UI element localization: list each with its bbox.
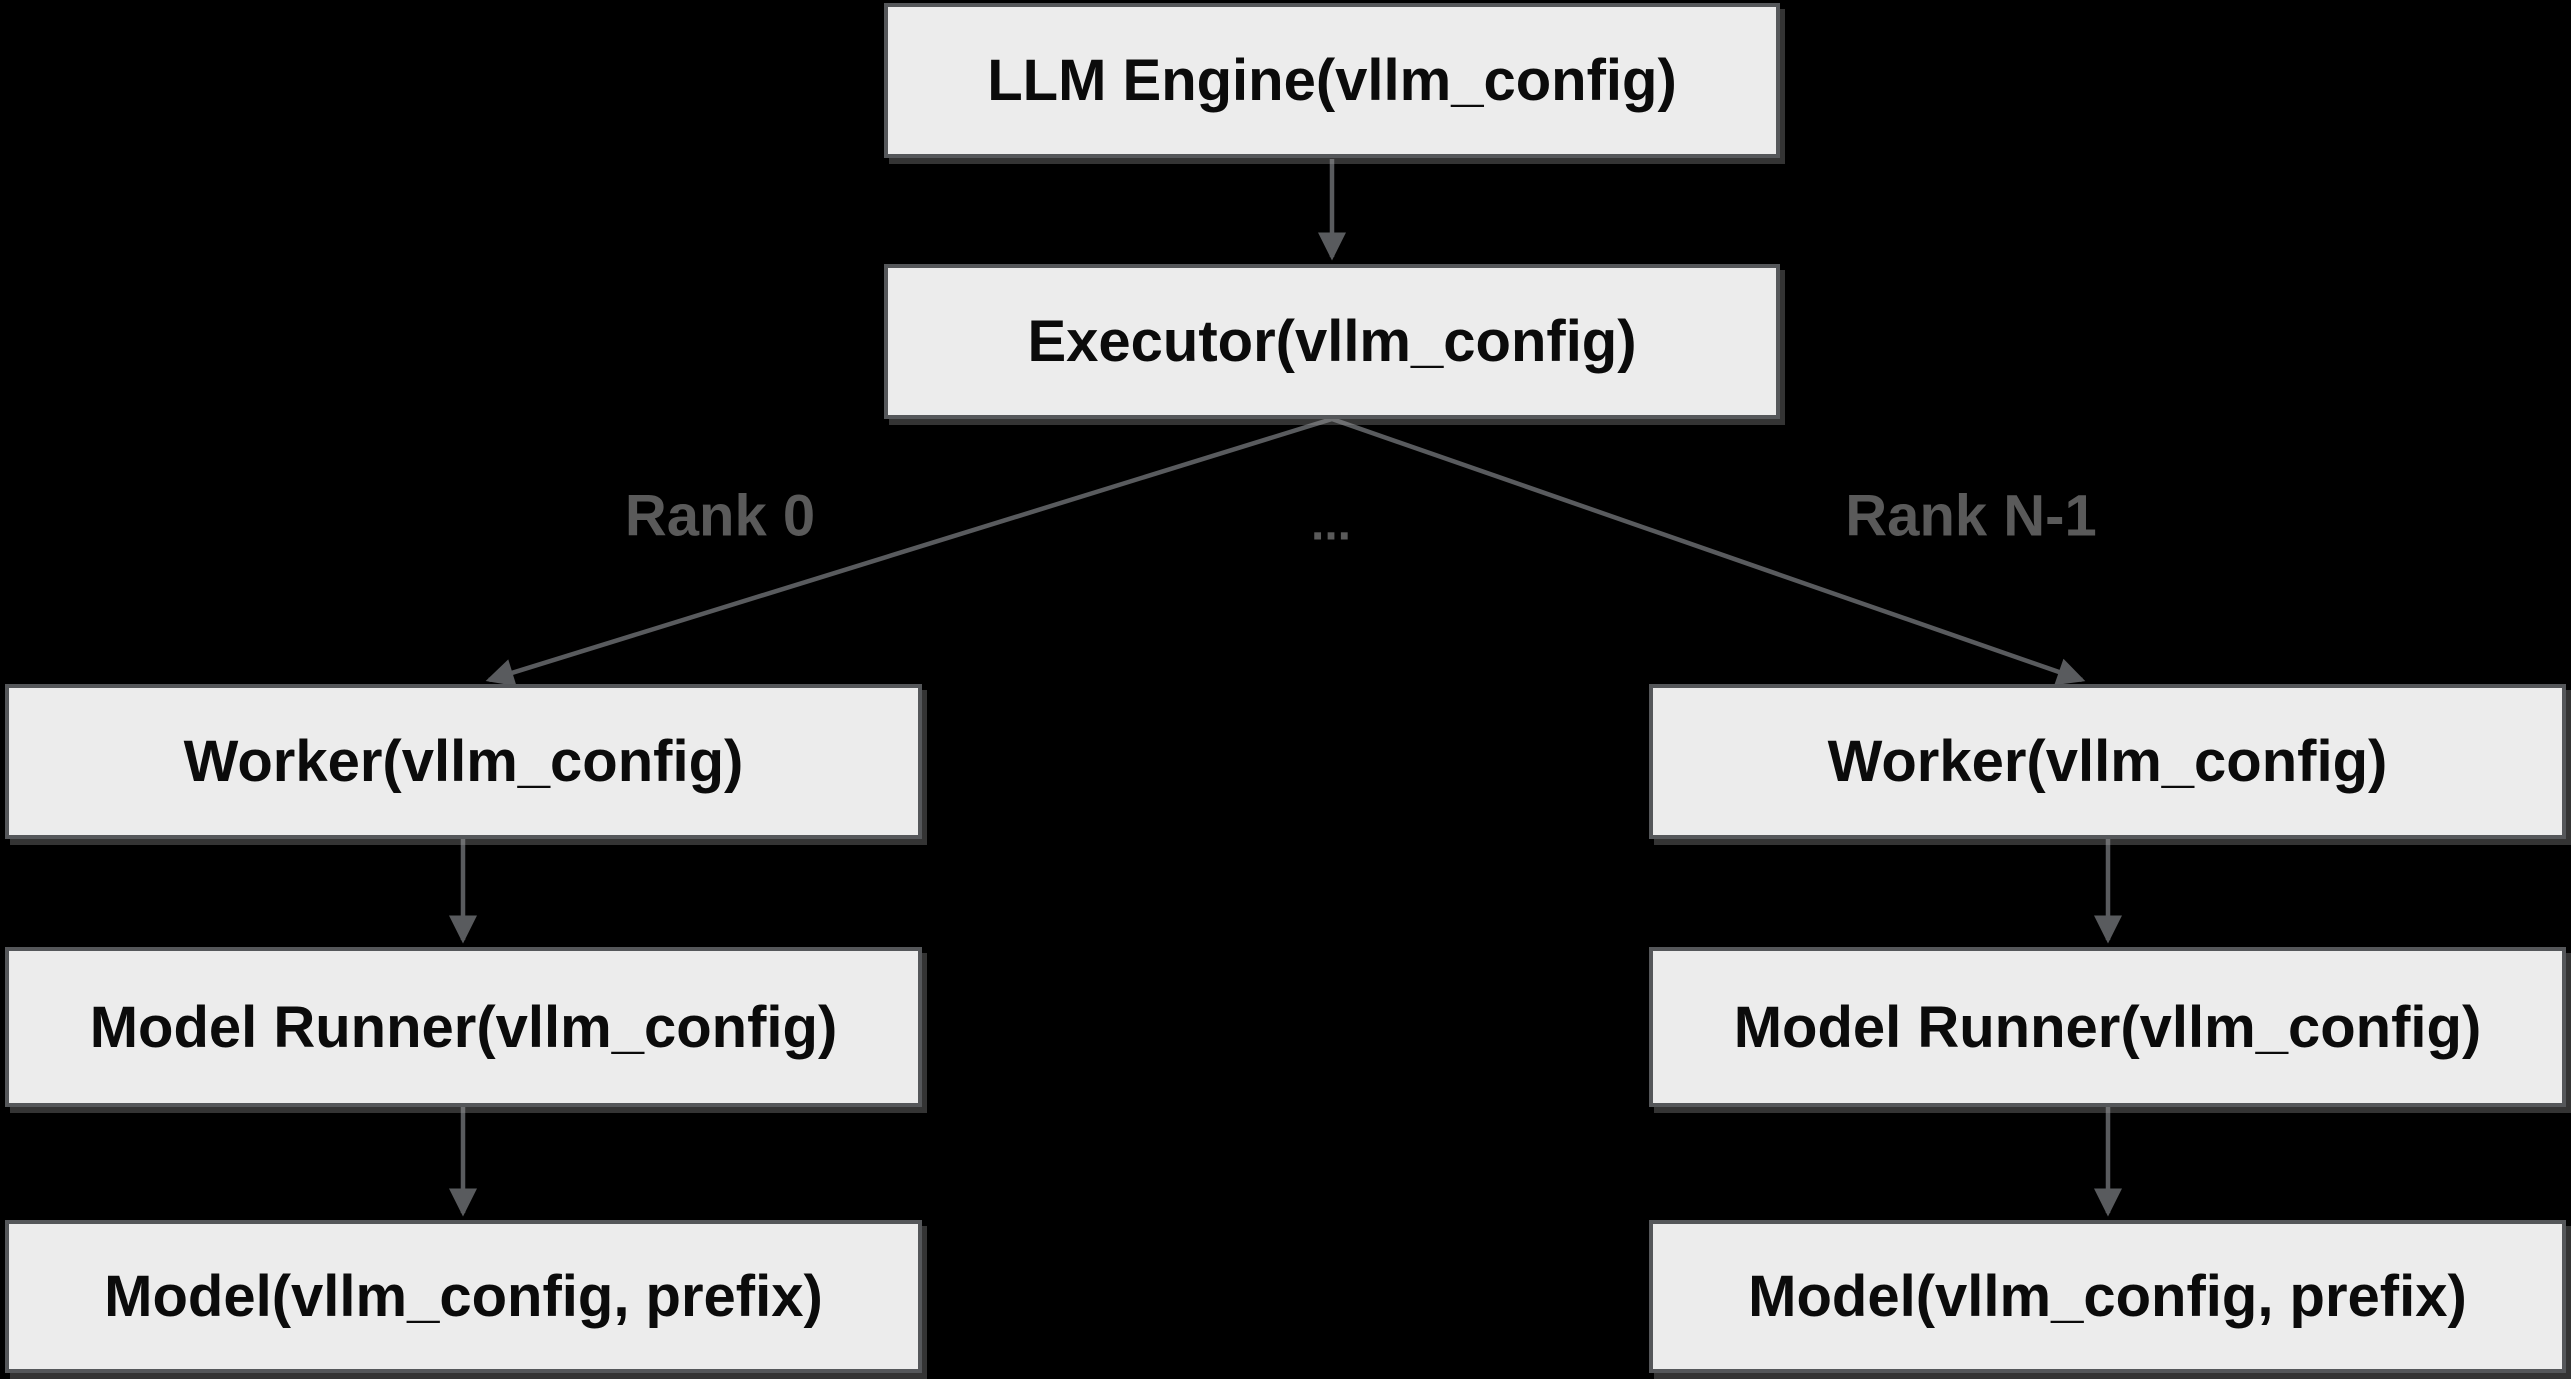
node-executor: Executor(vllm_config)	[884, 264, 1780, 419]
node-model-rankn: Model(vllm_config, prefix)	[1649, 1220, 2566, 1373]
edge-label-rank-n-1: Rank N-1	[1845, 483, 2097, 549]
edge-executor-to-worker-rankn	[1331, 416, 2086, 686]
edge-label-rank-0: Rank 0	[624, 483, 816, 549]
node-model-runner-rankn: Model Runner(vllm_config)	[1649, 947, 2566, 1107]
edge-label-ellipsis: ...	[1310, 497, 1352, 551]
node-worker-rank0: Worker(vllm_config)	[5, 684, 922, 839]
node-llm-engine: LLM Engine(vllm_config)	[884, 3, 1780, 158]
node-worker-rankn: Worker(vllm_config)	[1649, 684, 2566, 839]
edge-executor-to-worker-rank0	[485, 416, 1333, 687]
node-model-rank0: Model(vllm_config, prefix)	[5, 1220, 922, 1373]
node-model-runner-rank0: Model Runner(vllm_config)	[5, 947, 922, 1107]
